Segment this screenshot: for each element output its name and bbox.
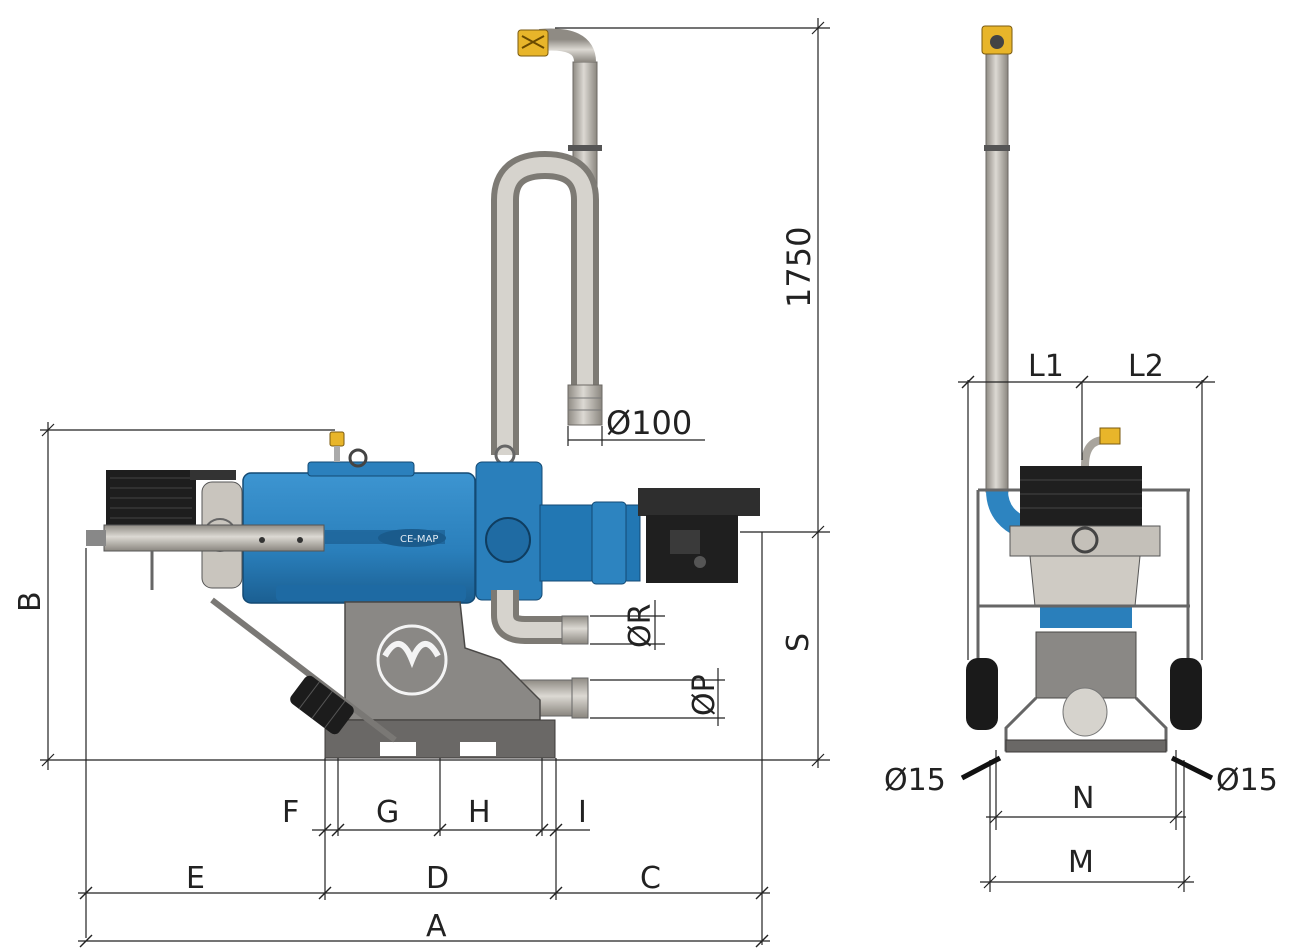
separator-body: CE-MAP <box>242 448 476 604</box>
label-f: F <box>282 795 299 830</box>
label-d: D <box>426 861 449 896</box>
pump-head <box>475 461 641 601</box>
press-bar <box>86 524 325 590</box>
label-c: C <box>640 861 661 896</box>
valve-front-top <box>981 25 1013 55</box>
front-view <box>966 25 1202 753</box>
counterweight-arm <box>210 597 397 743</box>
u-loop-pipe <box>491 150 603 466</box>
label-r: ØR <box>623 604 658 648</box>
label-e: E <box>186 861 205 896</box>
label-l1: L1 <box>1028 349 1064 384</box>
label-m: M <box>1068 845 1094 880</box>
support-frame <box>324 601 556 759</box>
label-h: H <box>468 795 491 830</box>
valve-inlet-yellow <box>329 431 345 462</box>
label-s: S <box>781 633 816 652</box>
valve-top-yellow <box>517 29 549 57</box>
label-a: A <box>426 909 447 944</box>
dimension-labels: 1750 Ø100 ØR ØP B S F G H I E D C A L1 L… <box>13 227 1278 944</box>
label-p: ØP <box>687 674 722 716</box>
label-hole-right: Ø15 <box>1216 763 1278 798</box>
label-i: I <box>578 795 587 830</box>
label-b: B <box>13 591 48 612</box>
screen-basket <box>106 470 236 526</box>
side-view: CE-MAP <box>86 28 760 759</box>
label-l2: L2 <box>1128 349 1164 384</box>
label-outlet-diameter: Ø100 <box>606 404 692 442</box>
label-n: N <box>1072 781 1094 816</box>
side-view-dimensions <box>40 18 830 948</box>
label-hole-left: Ø15 <box>884 763 946 798</box>
motor <box>638 488 760 583</box>
label-g: G <box>376 795 399 830</box>
front-view-dimensions <box>958 375 1215 892</box>
outlet-pipe-r <box>491 590 589 645</box>
svg-text:CE-MAP: CE-MAP <box>400 534 438 545</box>
label-1750: 1750 <box>780 227 818 308</box>
